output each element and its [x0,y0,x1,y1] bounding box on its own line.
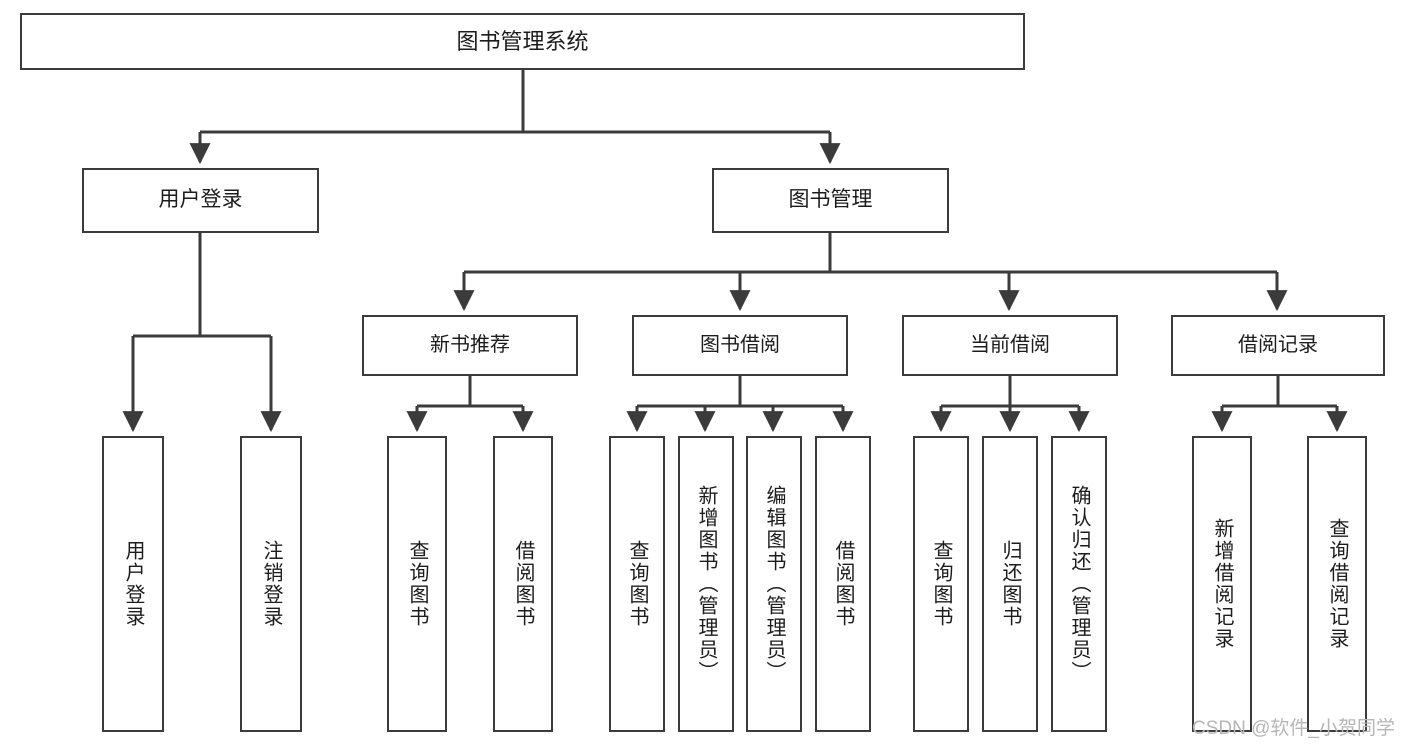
node-user-login[interactable]: 用户登录 [82,168,319,233]
node-leaf-add-borrow-record-label: 新增借阅记录 [1211,518,1233,650]
node-leaf-user-logout-label: 注销登录 [260,540,282,628]
node-leaf-user-login-label: 用户登录 [122,540,144,628]
node-root-book-management-system[interactable]: 图书管理系统 [20,13,1025,70]
node-current-borrow[interactable]: 当前借阅 [902,315,1118,376]
node-leaf-query-borrow-record[interactable]: 查询借阅记录 [1307,436,1367,732]
node-leaf-borrow-book[interactable]: 借阅图书 [815,436,871,732]
node-borrow-record[interactable]: 借阅记录 [1171,315,1385,376]
node-leaf-borrow-book-newbook[interactable]: 借阅图书 [493,436,553,732]
node-leaf-confirm-return-admin[interactable]: 确认归还（管理员） [1051,436,1107,732]
node-book-borrow[interactable]: 图书借阅 [632,315,848,376]
node-current-borrow-label: 当前借阅 [970,334,1050,356]
node-leaf-borrow-book-newbook-label: 借阅图书 [512,540,534,628]
node-leaf-query-book-newbook-label: 查询图书 [406,540,428,628]
node-borrow-record-label: 借阅记录 [1238,334,1318,356]
node-leaf-add-borrow-record[interactable]: 新增借阅记录 [1192,436,1252,732]
node-leaf-query-book-newbook[interactable]: 查询图书 [387,436,447,732]
node-book-management-label: 图书管理 [788,188,873,212]
node-leaf-edit-book-admin-label: 编辑图书（管理员） [763,485,785,683]
node-leaf-query-book-borrow[interactable]: 查询图书 [609,436,665,732]
node-book-borrow-label: 图书借阅 [700,334,780,356]
node-new-book-recommend-label: 新书推荐 [430,334,510,356]
node-leaf-query-borrow-record-label: 查询借阅记录 [1326,518,1348,650]
node-leaf-return-book-label: 归还图书 [999,540,1021,628]
node-leaf-edit-book-admin[interactable]: 编辑图书（管理员） [746,436,802,732]
node-leaf-query-book-borrow-label: 查询图书 [626,540,648,628]
node-leaf-query-book-current-label: 查询图书 [930,540,952,628]
node-root-label: 图书管理系统 [456,28,589,54]
node-leaf-user-login[interactable]: 用户登录 [102,436,164,732]
node-leaf-add-book-admin-label: 新增图书（管理员） [695,485,717,683]
node-leaf-query-book-current[interactable]: 查询图书 [913,436,969,732]
node-leaf-confirm-return-admin-label: 确认归还（管理员） [1068,485,1090,683]
node-leaf-add-book-admin[interactable]: 新增图书（管理员） [678,436,734,732]
node-book-management[interactable]: 图书管理 [712,168,949,233]
node-new-book-recommend[interactable]: 新书推荐 [362,315,578,376]
node-leaf-return-book[interactable]: 归还图书 [982,436,1038,732]
node-leaf-borrow-book-label: 借阅图书 [832,540,854,628]
node-leaf-user-logout[interactable]: 注销登录 [240,436,302,732]
node-user-login-label: 用户登录 [158,188,243,212]
